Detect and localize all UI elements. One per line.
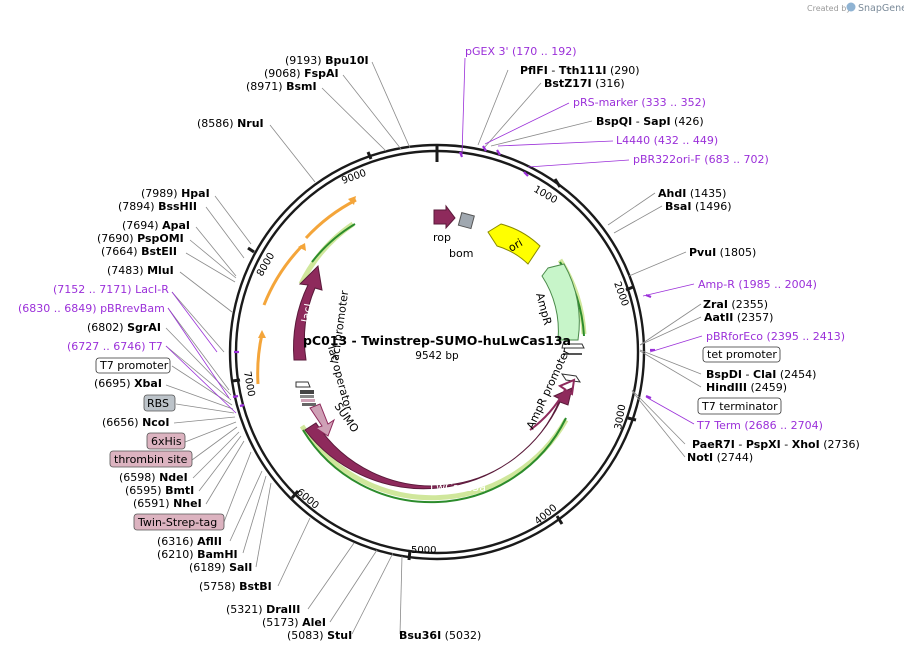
label-xbai[interactable]: (6695) XbaI [94, 377, 162, 390]
label-amp-r[interactable]: Amp-R (1985 .. 2004) [698, 278, 817, 291]
label-t7-primer[interactable]: (6727 .. 6746) T7 [67, 340, 163, 353]
tick-label-9000: 9000 [340, 168, 368, 187]
label-bsshii[interactable]: (7894) BssHII [118, 200, 197, 213]
laci-label: lacI [299, 302, 315, 323]
label-paer7i-pspxi-xhoi[interactable]: PaeR7I - PspXI - XhoI (2736) [692, 438, 860, 451]
t7-promoter-box-label: T7 promoter [99, 359, 169, 372]
leader-lines [165, 61, 702, 635]
small-promoter-marks [560, 343, 585, 383]
label-pbrforeco[interactable]: pBRforEco (2395 .. 2413) [706, 330, 845, 343]
label-ahdi[interactable]: AhdI (1435) [658, 187, 726, 200]
ori-feature[interactable] [487, 223, 541, 265]
label-bsai[interactable]: BsaI (1496) [665, 200, 732, 213]
label-bmti[interactable]: (6595) BmtI [125, 484, 194, 497]
ampr-feature[interactable] [541, 263, 580, 341]
plasmid-size: 9542 bp [415, 350, 459, 362]
label-pgex3[interactable]: pGEX 3' (170 .. 192) [465, 45, 577, 58]
tick-label-1000: 1000 [532, 184, 560, 206]
label-nrui[interactable]: (8586) NruI [197, 117, 264, 130]
label-alei[interactable]: (5173) AleI [262, 616, 326, 629]
t7-terminator-box[interactable] [697, 397, 782, 415]
label-pbr322ori-f[interactable]: pBR322ori-F (683 .. 702) [633, 153, 769, 166]
label-aatii[interactable]: AatII (2357) [704, 311, 773, 324]
label-l4440[interactable]: L4440 (432 .. 449) [616, 134, 718, 147]
label-bsu36i[interactable]: Bsu36I (5032) [399, 629, 481, 642]
rbs-box-label: RBS [147, 397, 169, 410]
tick-label-3000: 3000 [613, 404, 628, 431]
label-draiii[interactable]: (5321) DraIII [226, 603, 300, 616]
t7-terminator-box-label: T7 terminator [701, 400, 778, 413]
major-ticks [231, 145, 637, 561]
label-pvui[interactable]: PvuI (1805) [689, 246, 756, 259]
sumo-feature[interactable] [309, 403, 336, 437]
thrombin-site-box[interactable] [109, 450, 193, 468]
label-bsmi[interactable]: (8971) BsmI [246, 80, 317, 93]
tick-label-5000: 5000 [411, 545, 436, 556]
label-ncoi[interactable]: (6656) NcoI [102, 416, 169, 429]
label-aflii[interactable]: (6316) AflII [157, 535, 222, 548]
label-bsteii[interactable]: (7664) BstEII [101, 245, 177, 258]
label-laci-r[interactable]: (7152 .. 7171) LacI-R [53, 283, 169, 296]
plasmid-name: pC013 - Twinstrep-SUMO-huLwCas13a [303, 333, 571, 348]
laci-promoter-label: lacI promoter [328, 289, 351, 364]
ori-label: ori [506, 236, 525, 254]
created-by-text: Created by [807, 4, 851, 13]
label-pflfi-tth111i[interactable]: PflFI - Tth111I (290) [520, 64, 640, 77]
primer-marks [232, 145, 655, 408]
label-mlui[interactable]: (7483) MluI [107, 264, 174, 277]
label-noti[interactable]: NotI (2744) [687, 451, 753, 464]
primer-leader-lines [165, 57, 703, 425]
rbs-box[interactable] [143, 394, 176, 412]
tag-blocks [300, 390, 316, 406]
label-fspai[interactable]: (9068) FspAI [264, 67, 339, 80]
label-stui[interactable]: (5083) StuI [287, 629, 352, 642]
tet-promoter-box-label: tet promoter [707, 348, 777, 361]
tick-label-7000: 7000 [241, 371, 256, 398]
rop-label: rop [433, 231, 451, 244]
his-tag-box[interactable] [146, 432, 186, 450]
twin-strep-tag-box-label: Twin-Strep-tag [137, 516, 217, 529]
snapgene-brand-text: SnapGene [858, 3, 904, 14]
label-bstbi[interactable]: (5758) BstBI [199, 580, 272, 593]
label-sali[interactable]: (6189) SalI [189, 561, 252, 574]
ampr-label: AmpR [533, 291, 554, 326]
label-prs-marker[interactable]: pRS-marker (333 .. 352) [573, 96, 706, 109]
label-t7-term[interactable]: T7 Term (2686 .. 2704) [696, 419, 823, 432]
label-bspdi-clai[interactable]: BspDI - ClaI (2454) [706, 368, 816, 381]
twin-strep-tag-box[interactable] [133, 513, 225, 531]
label-pspomi[interactable]: (7690) PspOMI [97, 232, 184, 245]
ampr-promoter-feature[interactable] [529, 378, 576, 431]
label-nhei[interactable]: (6591) NheI [133, 497, 202, 510]
label-ndei[interactable]: (6598) NdeI [119, 471, 188, 484]
label-hpai[interactable]: (7989) HpaI [141, 187, 210, 200]
t7-promoter-box[interactable] [95, 357, 171, 374]
bom-label: bom [449, 247, 473, 260]
bom-feature[interactable] [457, 212, 475, 230]
label-apai[interactable]: (7694) ApaI [122, 219, 190, 232]
orange-arrowheads [258, 196, 356, 338]
laci-feature[interactable] [293, 264, 323, 361]
lwcas13a-label: LwCas13a [430, 481, 486, 494]
tick-label-8000: 8000 [255, 251, 277, 279]
his-tag-box-label: 6xHis [151, 435, 182, 448]
lac-operator-feature[interactable] [295, 381, 311, 388]
label-hindiii[interactable]: HindIII (2459) [706, 381, 787, 394]
label-bspqi-sapi[interactable]: BspQI - SapI (426) [596, 115, 704, 128]
snapgene-logo-icon [846, 2, 856, 12]
tick-label-6000: 6000 [294, 487, 321, 512]
label-bamhi[interactable]: (6210) BamHI [157, 548, 238, 561]
label-bstz17i[interactable]: BstZ17I (316) [544, 77, 625, 90]
label-zrai[interactable]: ZraI (2355) [703, 298, 768, 311]
tet-promoter-box[interactable] [702, 346, 781, 363]
label-bpu10i[interactable]: (9193) Bpu10I [285, 54, 369, 67]
thrombin-site-box-label: thrombin site [114, 453, 188, 466]
label-sgrai[interactable]: (6802) SgrAI [87, 321, 161, 334]
rop-feature[interactable] [433, 204, 456, 230]
label-pbrrevbam[interactable]: (6830 .. 6849) pBRrevBam [18, 302, 165, 315]
